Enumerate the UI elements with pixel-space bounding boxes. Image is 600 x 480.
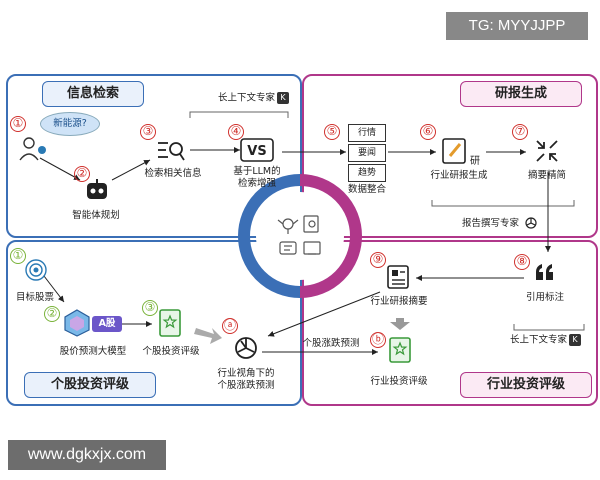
industry-rating-label: 行业投资评级 [370,376,428,387]
a-share-text: A股 [98,318,116,329]
step-3: ③ [140,124,156,140]
watermark-bottom: www.dgkxjx.com [8,440,166,470]
cube-icon [64,309,90,337]
report-writer-expert-text: 报告撰写专家 [462,218,520,229]
llm-search-label-1: 基于LLM的 [233,166,281,177]
step-2: ② [74,166,90,182]
section-title-info-retrieval: 信息检索 [42,81,144,107]
price-model-label: 股价预测大模型 [59,346,127,357]
context-expert-text-2: 长上下文专家 [510,334,568,346]
agent-planning-label: 智能体规划 [72,210,120,221]
expert-badge-icon: K [277,92,290,104]
target-icon [25,259,47,281]
center-ring [238,174,362,298]
step-7: ⑦ [512,124,528,140]
center-ring-icons [277,215,321,255]
search-info-label: 检索相关信息 [144,168,202,179]
target-stock-label: 目标股票 [15,292,54,303]
summary-label: 摘要精简 [527,170,566,181]
stock-rating-label: 个股投资评级 [142,346,200,357]
search-list-icon [158,142,185,161]
rating-doc-icon-industry [389,337,411,363]
expert-badge-icon-2: K [569,334,582,346]
data-items: 行情 要闻 趋势 [348,124,388,182]
report-icon-text: 研 [470,156,480,167]
industry-summary-label: 行业研报摘要 [370,296,428,307]
compress-icon [536,140,558,162]
new-energy-text: 新能源? [53,118,87,129]
newspaper-icon [387,265,409,289]
stock-change-pred-label: 个股涨跌预测 [302,338,360,349]
section-title-report-generation: 研报生成 [460,81,582,107]
data-item-news: 要闻 [348,144,386,162]
report-writer-expert-label: 报告撰写专家 [462,218,562,230]
user-icon [19,137,46,161]
step-4: ④ [228,124,244,140]
quote-icon [536,264,553,280]
svg-text:VS: VS [247,144,266,159]
step-g3: ③ [142,300,158,316]
step-a: ⓐ [222,318,238,334]
a-share-badge: A股 [92,316,122,332]
industry-report-gen-label: 行业研报生成 [430,170,488,181]
section-title-stock-rating: 个股投资评级 [24,372,156,398]
watermark-top: TG: MYYJJPP [446,12,588,40]
industry-view-label-1: 行业视角下的 [217,368,275,379]
section-title-industry-rating: 行业投资评级 [460,372,592,398]
data-item-market: 行情 [348,124,386,142]
robot-icon [87,179,107,199]
data-item-trend: 趋势 [348,164,386,182]
step-5: ⑤ [324,124,340,140]
step-6: ⑥ [420,124,436,140]
data-integration-label: 数据整合 [347,184,386,195]
llm-search-label-2: 检索增强 [237,178,276,189]
rating-doc-icon-stock [159,309,181,337]
step-g1: ① [10,248,26,264]
report-pen-icon [442,138,466,164]
step-g2: ② [44,306,60,322]
context-expert-text: 长上下文专家 [218,92,276,104]
step-b: ⓑ [370,332,386,348]
openai-icon-small [525,217,537,229]
industry-view-label-2: 个股涨跌预测 [217,380,275,391]
step-1: ① [10,116,26,132]
openai-icon [235,337,257,359]
step-9: ⑨ [370,252,386,268]
vs-icon: VS [240,138,274,162]
step-8: ⑧ [514,254,530,270]
new-energy-bubble: 新能源? [40,112,100,136]
citation-label: 引用标注 [525,292,564,303]
